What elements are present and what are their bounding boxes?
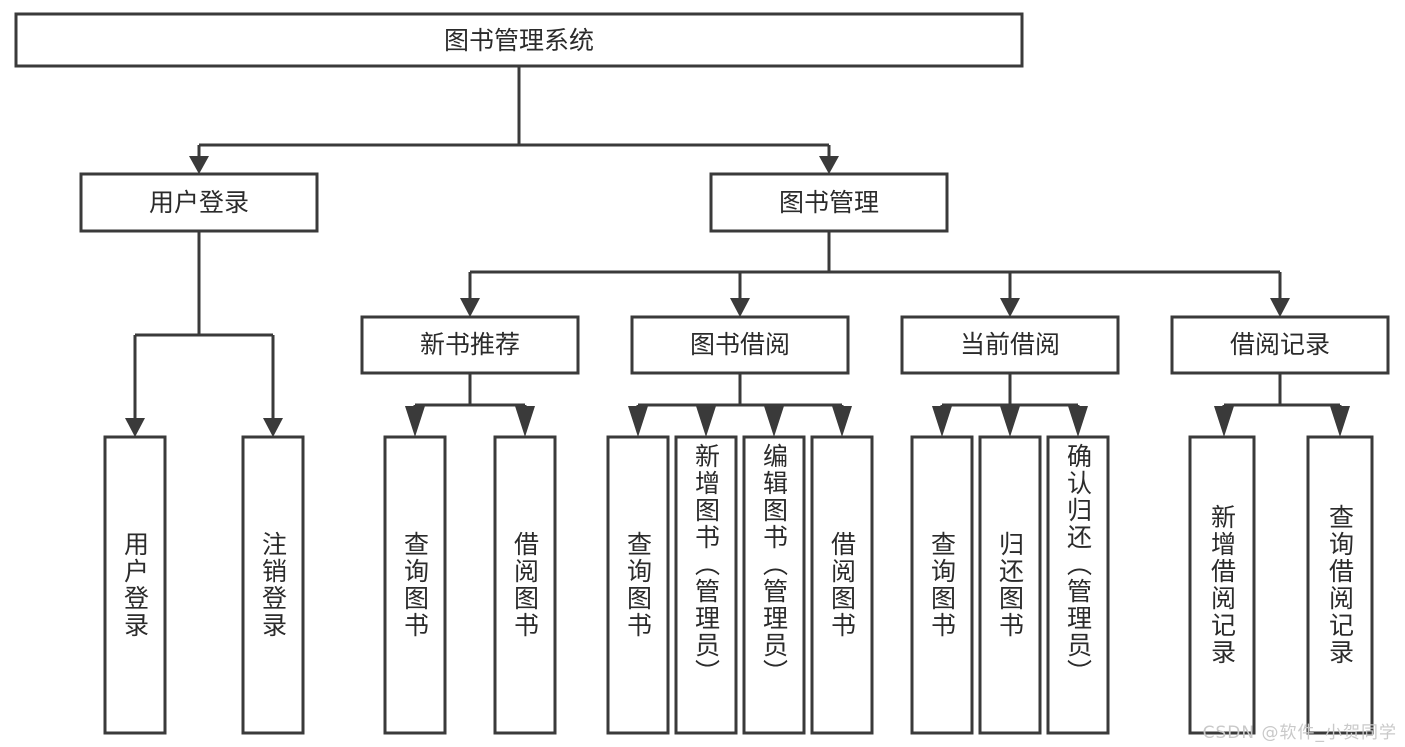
node-book-management[interactable]: 图书管理 <box>709 172 949 233</box>
arrowhead-nb-borrow-book <box>515 406 535 437</box>
arrowhead-br-query-record <box>1330 406 1350 437</box>
arrowhead-cb-query-book <box>932 406 952 437</box>
current-borrow-box-label: 当前借阅 <box>960 330 1060 359</box>
leaf-box-bb-add-book[interactable] <box>674 435 738 735</box>
arrowhead-cb-return-book <box>1000 406 1020 437</box>
leaf-box-bb-query-book[interactable] <box>606 435 670 735</box>
leaf-box-br-add-record[interactable] <box>1188 435 1256 735</box>
arrowhead-borrow-records <box>1270 298 1290 317</box>
new-book-recommend-box-label: 新书推荐 <box>420 330 520 359</box>
arrowhead-bb-query-book <box>628 406 648 437</box>
leaf-box-cb-query-book[interactable] <box>910 435 974 735</box>
leaf-box-user-login[interactable] <box>103 435 167 735</box>
borrow-records-box-rect <box>1170 315 1390 375</box>
root-box-rect <box>14 12 1024 68</box>
node-book-borrow[interactable]: 图书借阅 <box>630 315 850 375</box>
arrowhead-bb-borrow-book <box>832 406 852 437</box>
leaf-box-logout[interactable] <box>241 435 305 735</box>
arrowhead-bb-edit-book <box>764 406 784 437</box>
user-login-box-label: 用户登录 <box>149 188 249 217</box>
node-root[interactable]: 图书管理系统 <box>14 12 1024 68</box>
watermark-text: CSDN @软件_小贺同学 <box>1202 723 1397 743</box>
leaf-box-nb-query-book[interactable] <box>383 435 447 735</box>
arrowhead-current-borrow <box>1000 298 1020 317</box>
arrowhead-book-mgmt <box>819 156 839 174</box>
current-borrow-box-rect <box>900 315 1120 375</box>
node-current-borrow[interactable]: 当前借阅 <box>900 315 1120 375</box>
arrowhead-br-add-record <box>1214 406 1234 437</box>
book-borrow-box-label: 图书借阅 <box>690 330 790 359</box>
arrowhead-new-book-recommend <box>460 298 480 317</box>
leaf-box-cb-return-book[interactable] <box>978 435 1042 735</box>
arrowhead-book-borrow <box>730 298 750 317</box>
book-management-box-rect <box>709 172 949 233</box>
book-borrow-box-rect <box>630 315 850 375</box>
root-box-label: 图书管理系统 <box>444 26 594 55</box>
arrowhead-leaf-user-login <box>125 418 145 437</box>
leaf-box-bb-edit-book[interactable] <box>742 435 806 735</box>
arrowhead-leaf-logout <box>263 418 283 437</box>
arrowhead-nb-query-book <box>405 406 425 437</box>
arrowhead-cb-confirm-return <box>1068 406 1088 437</box>
arrowhead-bb-add-book <box>696 406 716 437</box>
borrow-records-box-label: 借阅记录 <box>1230 330 1330 359</box>
leaf-box-nb-borrow-book[interactable] <box>493 435 557 735</box>
node-user-login[interactable]: 用户登录 <box>79 172 319 233</box>
arrowhead-user-login <box>189 156 209 174</box>
new-book-recommend-box-rect <box>360 315 580 375</box>
leaf-box-br-query-record[interactable] <box>1306 435 1374 735</box>
leaf-box-cb-confirm-return[interactable] <box>1046 435 1110 735</box>
book-management-box-label: 图书管理 <box>779 188 879 217</box>
node-new-book-recommend[interactable]: 新书推荐 <box>360 315 580 375</box>
leaf-box-bb-borrow-book[interactable] <box>810 435 874 735</box>
node-borrow-records[interactable]: 借阅记录 <box>1170 315 1390 375</box>
